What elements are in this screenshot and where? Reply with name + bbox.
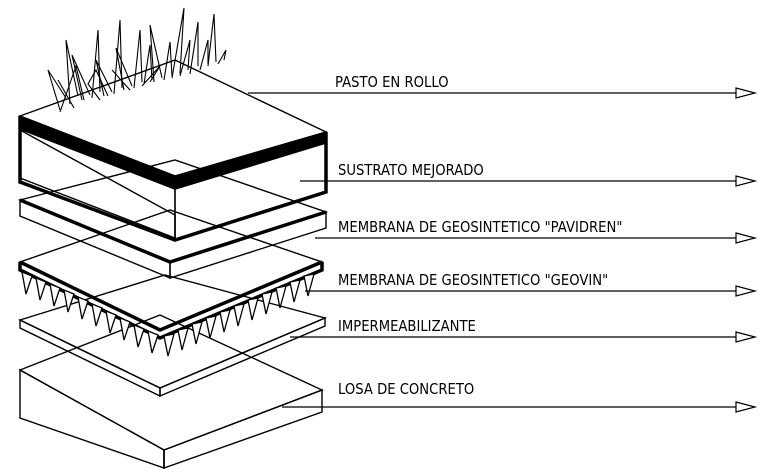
arrowhead-losa: [735, 401, 758, 413]
drainage-dimples-left: [21, 270, 159, 354]
arrowhead-geovin: [735, 285, 758, 297]
leader-lines: [248, 87, 758, 413]
pavidren-membrane: [17, 159, 329, 280]
arrowhead-impermeabilizante: [735, 331, 758, 343]
label-membrana-geovin: MEMBRANA DE GEOSINTETICO "GEOVIN": [338, 272, 608, 289]
grass-roll: [18, 7, 328, 189]
arrowhead-pasto: [735, 87, 758, 99]
label-impermeabilizante: IMPERMEABILIZANTE: [338, 318, 476, 335]
concrete-slab: [18, 314, 324, 469]
label-losa-de-concreto: LOSA DE CONCRETO: [338, 381, 474, 398]
label-sustrato-mejorado: SUSTRATO MEJORADO: [338, 162, 484, 179]
waterproofing-sheet: [18, 274, 328, 398]
arrowhead-pavidren: [735, 232, 758, 244]
layer-labels: PASTO EN ROLLO SUSTRATO MEJORADO MEMBRAN…: [335, 74, 622, 398]
label-membrana-pavidren: MEMBRANA DE GEOSINTETICO "PAVIDREN": [338, 219, 622, 236]
label-pasto-en-rollo: PASTO EN ROLLO: [335, 74, 449, 91]
grass-blades: [47, 7, 227, 113]
drainage-dimples-right: [163, 273, 315, 357]
geovin-membrane: [18, 209, 324, 357]
arrowhead-sustrato: [735, 175, 758, 187]
